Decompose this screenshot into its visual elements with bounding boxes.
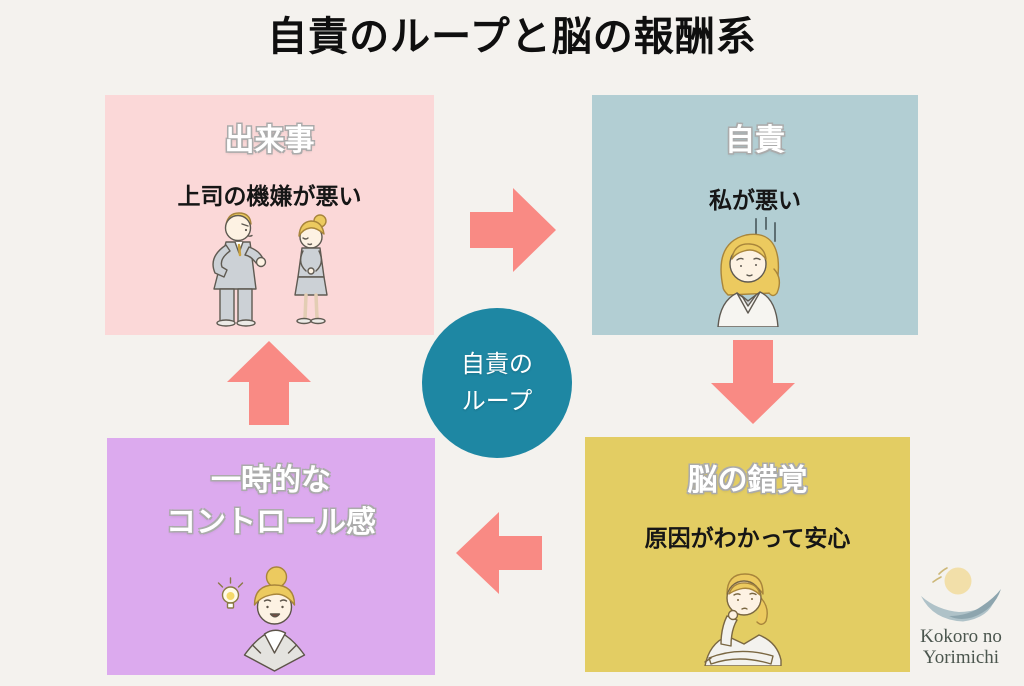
brain-illusion-box-heading: 脳の錯覚	[687, 464, 808, 497]
self-blame-box-heading: 自責	[725, 124, 785, 157]
brain-illusion-box-text: 原因がわかって安心	[644, 525, 851, 551]
logo-wordmark: Kokoro no Yorimichi	[896, 626, 1024, 668]
self-blame-box-text: 私が悪い	[709, 187, 801, 213]
event-box: 出来事 上司の機嫌が悪い	[105, 95, 434, 335]
logo: Kokoro no Yorimichi	[896, 566, 1024, 668]
event-box-heading: 出来事	[224, 124, 315, 157]
arrow-right-icon	[470, 188, 556, 272]
temporary-control-heading-line2: コントロール感	[166, 506, 376, 539]
temporary-control-box: 一時的な コントロール感	[107, 438, 435, 675]
arrow-up-icon	[227, 341, 311, 425]
temporary-control-box-heading: 一時的な コントロール感	[107, 460, 435, 544]
worried-woman-illustration	[717, 217, 781, 327]
boss-scolding-employee-illustration	[211, 212, 328, 327]
logo-name-line2: Yorimichi	[922, 647, 1000, 668]
thinking-woman-illustration	[703, 573, 782, 666]
arrow-left-icon	[456, 512, 542, 594]
self-blame-loop-badge: 自責の ループ	[422, 308, 572, 458]
woman-with-idea-lightbulb-illustration	[217, 566, 306, 672]
loop-label-line2: ループ	[461, 388, 533, 415]
self-blame-box: 自責 私が悪い	[592, 95, 918, 335]
temporary-control-heading-line1: 一時的な	[211, 464, 331, 497]
event-box-text: 上司の機嫌が悪い	[177, 183, 362, 209]
arrow-down-icon	[711, 340, 795, 424]
logo-name-line1: Kokoro no	[920, 626, 1002, 647]
brain-illusion-box: 脳の錯覚 原因がわかって安心	[585, 437, 910, 672]
loop-label-line1: 自責の	[461, 351, 533, 378]
bowl-and-sun-logo-icon	[920, 567, 1001, 622]
page-title: 自責のループと脳の報酬系	[267, 15, 757, 59]
